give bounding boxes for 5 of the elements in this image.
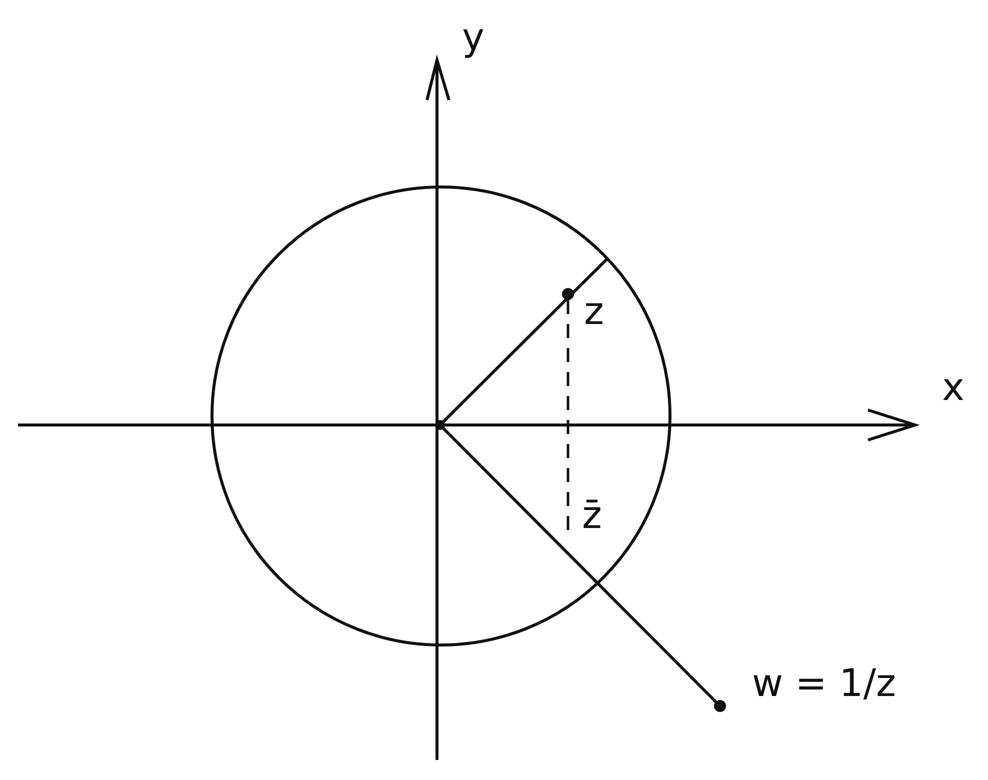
axis-label: y [462,18,484,56]
point-label: z̄ [582,496,602,534]
axis-label: x [942,368,964,406]
formula-label: w = 1/z [752,664,896,702]
point-label: z [584,292,604,330]
